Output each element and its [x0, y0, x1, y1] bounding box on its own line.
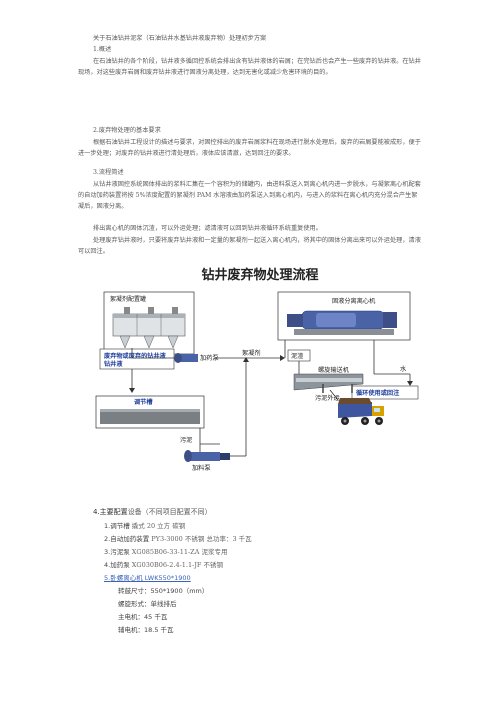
section-3-heading: 3.流程简述	[93, 169, 124, 176]
config-item-2-num: 2.	[104, 535, 111, 543]
config-item-4-spec: XG030B06-2.4-1.1-JF 不锈钢	[131, 561, 224, 569]
centrifuge-unit: 固液分离离心机	[277, 291, 411, 341]
section-1-heading: 1.概述	[93, 46, 112, 53]
centrifuge-detail-1: 转鼓尺寸：550*1900（mm）	[118, 587, 209, 595]
process-flow-figure: 钻井废弃物处理流程 絮凝剂配置罐 固液分离离心机	[80, 262, 420, 502]
config-item-4-num: 4.	[104, 561, 111, 569]
svg-text:钻井液: 钻井液	[104, 360, 123, 368]
regulating-tank: 调节槽	[95, 395, 205, 429]
screw-conveyor-label: 螺旋输送机	[318, 366, 350, 374]
sludge-top-box: 泥渣	[287, 349, 311, 362]
section-4-heading-main: 4.主要配置	[93, 508, 128, 516]
config-item-2-name: 自动加药装置	[110, 535, 150, 543]
section-1-body: 在石油钻井的各个阶段，钻井液多循回控系统会排出含有钻井液体的岩屑；在完钻后也会产…	[78, 58, 421, 76]
flocculant-label: 絮凝剂	[242, 349, 261, 357]
centrifuge-detail-3: 主电机：45 千瓦	[118, 613, 168, 621]
section-3-body-3: 处理废弃钻井液时，只要将废弃钻井液和一定量的絮凝剂一起送入离心机内，将其中的固体…	[78, 237, 421, 255]
config-item-3-num: 3.	[104, 548, 111, 556]
water-label: 水	[400, 365, 407, 373]
flow-diagram-svg: 钻井废弃物处理流程 絮凝剂配置罐 固液分离离心机	[95, 267, 419, 472]
config-item-2: 2.自动加药装置 PY3-3000 不锈钢 总功率：3 千瓦	[104, 533, 252, 543]
config-item-3-name: 污泥泵	[110, 548, 130, 556]
sludge-top-label: 泥渣	[291, 352, 304, 360]
config-item-5[interactable]: 5.卧螺离心机 LWK550*1900	[104, 572, 191, 582]
tank-label: 调节槽	[134, 398, 153, 406]
config-item-1: 1.调节槽 撬式 20 立方 碳钢	[104, 520, 185, 530]
centrifuge-detail-2: 螺旋形式：单线排后	[118, 600, 177, 608]
section-4-heading: 4.主要配置设备（不同项目配置不同）	[93, 508, 212, 517]
centrifuge-link[interactable]: 卧螺离心机 LWK550*1900	[110, 574, 191, 582]
config-item-2-spec: PY3-3000 不锈钢 总功率：3 千瓦	[151, 535, 252, 543]
section-3-body-1: 从钻井液固控系统固体排出的浆料汇集在一个容积为的储罐内，由进料泵送入到离心机内进…	[78, 181, 421, 210]
dosing-tank-label: 絮凝剂配置罐	[110, 295, 146, 303]
section-3-body-2: 排出离心机的固体沉渣，可以外运处理；滤清液可以回到钻井液循环系统重复使用。	[93, 225, 322, 232]
section-4-heading-rest: 设备（不同项目配置不同）	[127, 508, 212, 516]
dosing-pump-label: 加药泵	[200, 354, 219, 362]
config-item-4-name: 加药泵	[110, 561, 130, 569]
reuse-label: 循环使用或回注	[356, 389, 400, 397]
truck-icon	[329, 389, 384, 425]
reuse-box: 循环使用或回注	[351, 385, 419, 400]
doc-title: 关于石油钻井泥浆（石油钻井水基钻井液废弃物）处理初步方案	[93, 35, 267, 42]
feed-label: 废弃物或废弃的钻井液	[104, 352, 167, 360]
centrifuge-detail-4: 辅电机：18.5 千瓦	[118, 626, 174, 634]
sludge-out-label: 污泥外运	[315, 394, 340, 402]
screw-conveyor: 螺旋输送机	[293, 361, 364, 393]
dosing-tank-unit: 絮凝剂配置罐	[103, 291, 195, 355]
section-2-body: 根据石油钻井工程设计的描述与要求，对固控排出的废弃岩屑浆料在现场进行脱水处理后，…	[78, 139, 421, 157]
feed-pump-label: 加料泵	[192, 464, 211, 472]
section-2-heading: 2.废弃物处理的基本要求	[93, 127, 161, 134]
config-item-1-num: 1.	[104, 522, 111, 530]
config-item-3-spec: XG085B06-33-11-ZA 泥浆专用	[131, 548, 228, 556]
config-item-3: 3.污泥泵 XG085B06-33-11-ZA 泥浆专用	[104, 546, 227, 556]
feed-box: 废弃物或废弃的钻井液 钻井液	[99, 348, 175, 370]
config-item-5-num[interactable]: 5.	[104, 574, 111, 582]
config-item-4: 4.加药泵 XG030B06-2.4-1.1-JF 不锈钢	[104, 559, 223, 569]
centrifuge-label: 固液分离离心机	[332, 297, 376, 305]
dosing-pump: 加药泵	[174, 353, 219, 363]
config-item-1-spec: 撬式 20 立方 碳钢	[131, 522, 186, 530]
feed-pump: 加料泵	[184, 450, 230, 472]
sludge-label: 污泥	[180, 436, 192, 444]
figure-title: 钻井废弃物处理流程	[201, 267, 318, 283]
config-item-1-name: 调节槽	[110, 522, 130, 530]
